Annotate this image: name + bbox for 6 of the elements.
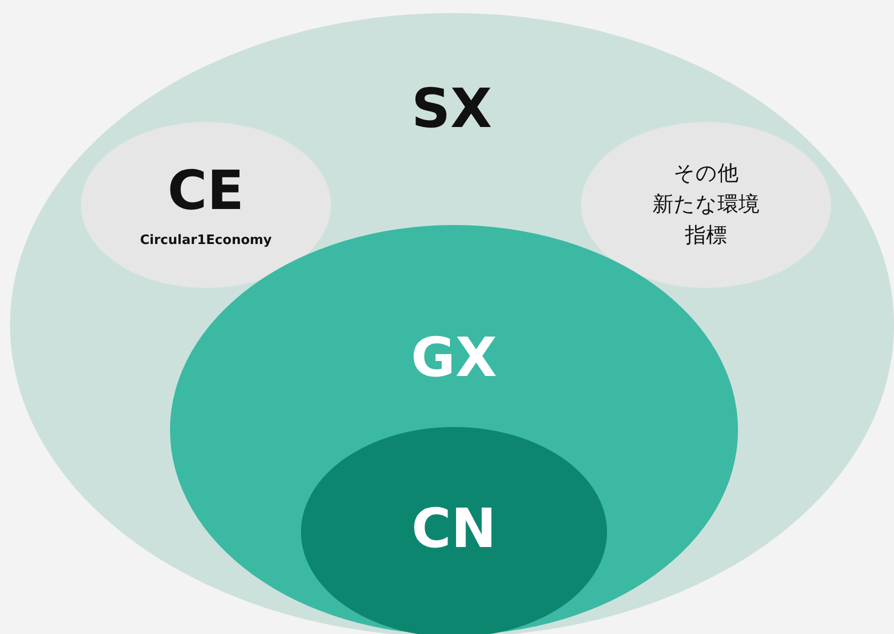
ellipse-label: その他新たな環境指標 xyxy=(652,160,760,248)
ellipse-title: CE xyxy=(168,160,244,220)
ellipse-title: GX xyxy=(411,328,497,386)
ellipse-title: CN xyxy=(412,498,496,558)
subtitle: Circular1Economy xyxy=(140,234,272,248)
ellipse-title: SX xyxy=(412,78,492,138)
